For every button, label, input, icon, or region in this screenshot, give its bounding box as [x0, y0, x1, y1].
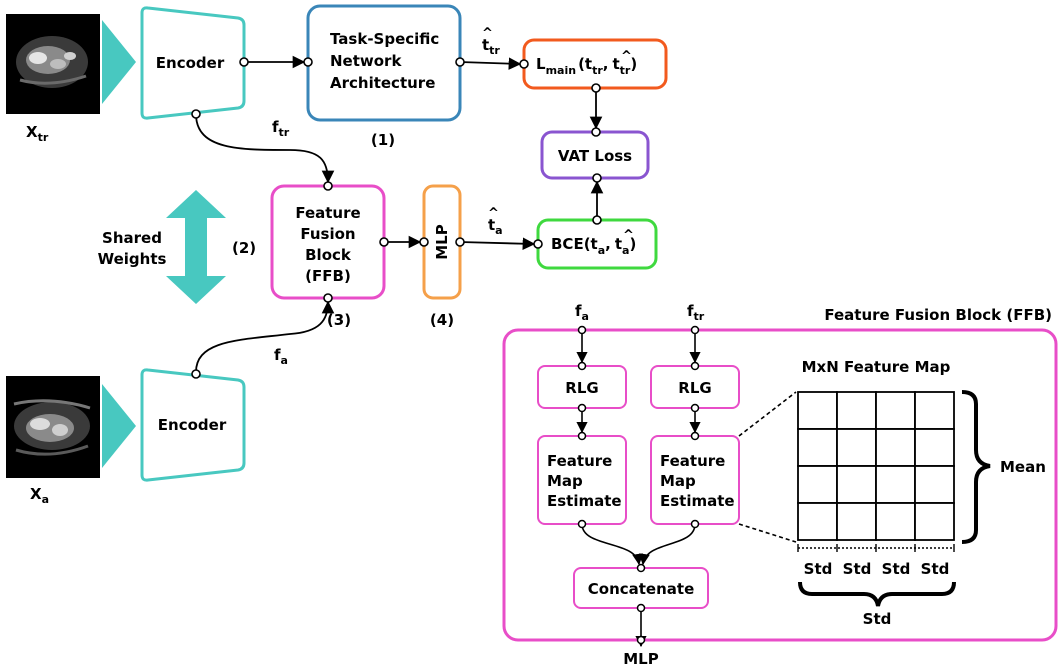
feature-map-cell	[875, 465, 916, 504]
std-total-label: Std	[863, 610, 892, 628]
feature-map-cell	[797, 391, 838, 430]
input-label-top: Xtr	[26, 123, 49, 144]
feature-map-cell	[836, 391, 877, 430]
input-image-bottom	[6, 376, 100, 478]
ffb-detail-input-fa: fa	[575, 302, 589, 323]
task-network-line1: Task-Specific	[330, 30, 439, 48]
edge-label-f-tr: ftr	[272, 118, 290, 139]
input-chevron-bottom	[102, 384, 136, 468]
feature-map-title: MxN Feature Map	[802, 358, 951, 376]
ffb-detail-title: Feature Fusion Block (FFB)	[824, 306, 1052, 324]
feature-map-cell	[875, 391, 916, 430]
shared-weights-label-line1: Shared	[102, 229, 162, 247]
rlg-label-left: RLG	[565, 379, 598, 397]
task-network-line2: Network	[330, 52, 402, 70]
feature-map-cell	[914, 391, 955, 430]
connector-ports-detail	[577, 325, 700, 645]
std-label-1: Std	[804, 560, 833, 578]
bce-label: BCE(ta,ta)	[551, 235, 636, 257]
feature-map-cell	[836, 502, 877, 541]
edge-label-f-a: fa	[274, 346, 288, 367]
shared-weights-double-arrow	[166, 190, 226, 304]
feature-map-cell	[797, 465, 838, 504]
connector-ports-top	[191, 57, 602, 379]
loss-main-hat: ^	[621, 49, 632, 64]
feature-map-cell	[797, 502, 838, 541]
feature-map-cell	[875, 502, 916, 541]
estimate-right-line1: Feature	[660, 452, 725, 470]
encoder-bottom	[140, 368, 246, 482]
edge-label-t-hat-a-hat: ^	[488, 206, 499, 221]
estimate-right-line3: Estimate	[660, 492, 735, 510]
estimate-left-line1: Feature	[547, 452, 612, 470]
mlp-number: (4)	[430, 311, 454, 329]
std-ticks	[797, 544, 955, 552]
ffb-detail-input-ftr: ftr	[687, 302, 705, 323]
vat-loss-label: VAT Loss	[558, 147, 632, 165]
shared-weights-label-line2: Weights	[98, 250, 167, 268]
feature-map-cell	[836, 428, 877, 467]
loss-main-label: Lmain(ttr,ttr)	[536, 55, 637, 77]
estimate-left-line3: Estimate	[547, 492, 622, 510]
feature-map-cell	[875, 428, 916, 467]
ffb-line4: (FFB)	[305, 267, 351, 285]
ffb-line2: Fusion	[300, 225, 355, 243]
bce-hat: ^	[623, 228, 634, 243]
feature-map-cell	[797, 428, 838, 467]
input-label-bottom: Xa	[30, 485, 49, 506]
connectors-top	[195, 55, 604, 373]
feature-map-cell	[914, 428, 955, 467]
mean-brace	[961, 390, 991, 544]
edge-label-t-hat-tr: ttr	[482, 36, 500, 57]
shared-weights-number: (2)	[232, 239, 256, 257]
ffb-line3: Block	[305, 246, 352, 264]
feature-map-cell	[914, 502, 955, 541]
input-image-top	[6, 14, 100, 114]
task-network-number: (1)	[371, 131, 395, 149]
std-brace	[798, 581, 956, 607]
estimate-left-line2: Map	[547, 472, 583, 490]
concatenate-label: Concatenate	[588, 580, 695, 598]
ffb-detail-output: MLP	[623, 650, 658, 668]
std-label-4: Std	[921, 560, 950, 578]
std-label-3: Std	[882, 560, 911, 578]
rlg-label-right: RLG	[678, 379, 711, 397]
estimate-right-line2: Map	[660, 472, 696, 490]
feature-map-grid	[797, 391, 955, 541]
feature-map-cell	[836, 465, 877, 504]
ffb-number: (3)	[327, 311, 351, 329]
feature-map-cell	[914, 465, 955, 504]
encoder-top-label: Encoder	[156, 54, 225, 72]
task-network-line3: Architecture	[330, 74, 435, 92]
encoder-bottom-label: Encoder	[158, 416, 227, 434]
mean-label: Mean	[1000, 458, 1046, 476]
ffb-line1: Feature	[295, 204, 360, 222]
edge-label-t-hat-a: ta	[488, 216, 503, 237]
encoder-top	[140, 6, 246, 120]
std-label-2: Std	[843, 560, 872, 578]
input-chevron-top	[102, 20, 136, 104]
edge-label-t-hat-tr-hat: ^	[482, 26, 493, 41]
mlp-label: MLP	[433, 224, 451, 259]
